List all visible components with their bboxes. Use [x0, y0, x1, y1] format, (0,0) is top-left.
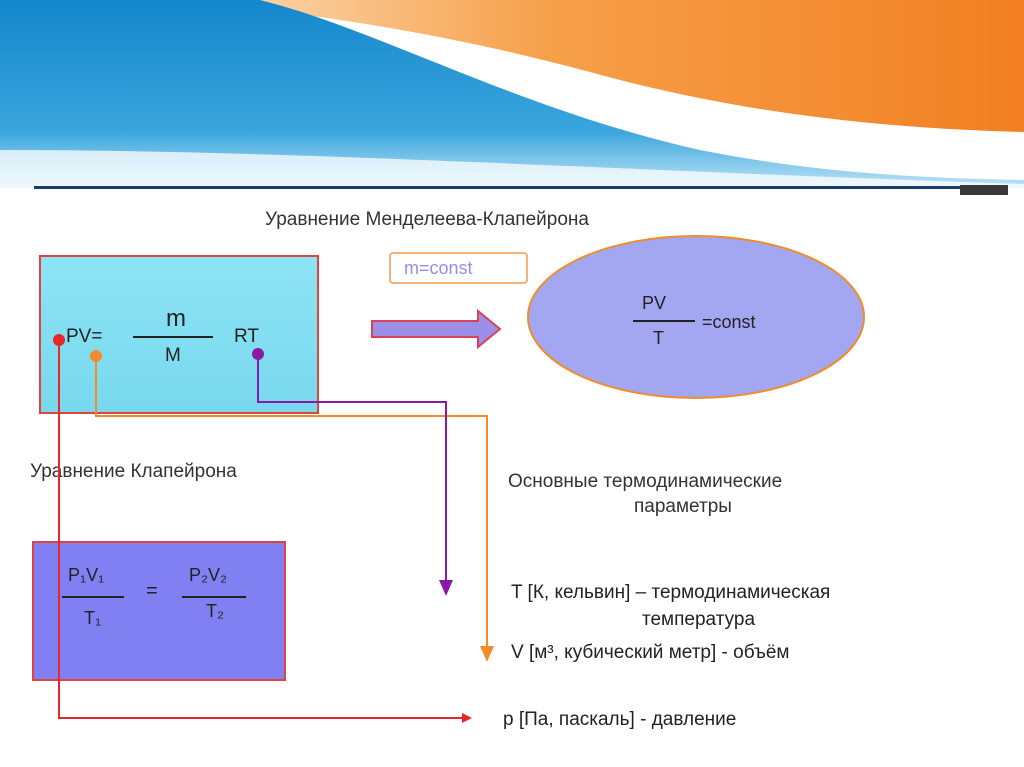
condition-label: m=const: [404, 258, 473, 278]
divider-block: [960, 185, 1008, 195]
connector-temperature-purple: [257, 354, 447, 584]
clapeyron-right-numerator: P₂V₂: [189, 565, 227, 585]
formula-pv-left: PV=: [66, 326, 102, 347]
ellipse-numerator: PV: [642, 293, 666, 313]
header-decoration: [0, 0, 1024, 192]
header-white-fade: [0, 150, 1024, 192]
ellipse-result: [527, 235, 865, 399]
ellipse-denominator: T: [653, 328, 664, 348]
clapeyron-equals: =: [146, 580, 158, 602]
arrowhead-temperature: [439, 580, 453, 596]
dot-temperature: [252, 348, 264, 360]
param-temperature-line2: температура: [642, 609, 755, 630]
params-heading-line2: параметры: [634, 496, 732, 517]
dot-pressure: [53, 334, 65, 346]
connector-pressure-red: [58, 340, 472, 723]
formula-box-clapeyron: [32, 541, 286, 681]
right-arrow-shape: [371, 308, 502, 350]
param-pressure: p [Па, паскаль] - давление: [503, 709, 736, 730]
header-orange-wave: [160, 0, 1024, 132]
dot-volume: [90, 350, 102, 362]
formula-pv-right: RT: [234, 326, 259, 347]
arrowhead-volume: [480, 646, 494, 662]
param-temperature-line1: T [К, кельвин] – термодинамическая: [511, 582, 830, 603]
divider-bar: [34, 186, 1000, 189]
condition-box: [389, 252, 528, 284]
clapeyron-left-numerator: P₁V₁: [68, 565, 104, 585]
title-mendeleev: Уравнение Менделеева-Клапейрона: [265, 209, 589, 230]
connector-volume-orange: [95, 356, 488, 650]
clapeyron-left-denominator: T₁: [84, 608, 101, 628]
clapeyron-right-denominator: T₂: [206, 601, 224, 621]
params-heading-line1: Основные термодинамические: [508, 471, 782, 492]
formula-pv-numerator: m: [166, 305, 186, 332]
ellipse-right: =const: [702, 312, 756, 332]
param-volume: V [м³, кубический метр] - объём: [511, 642, 789, 663]
formula-box-pv: [39, 255, 319, 414]
header-blue-wave: [0, 0, 1024, 188]
title-clapeyron: Уравнение Клапейрона: [30, 461, 237, 482]
formula-pv-denominator: M: [165, 345, 181, 366]
